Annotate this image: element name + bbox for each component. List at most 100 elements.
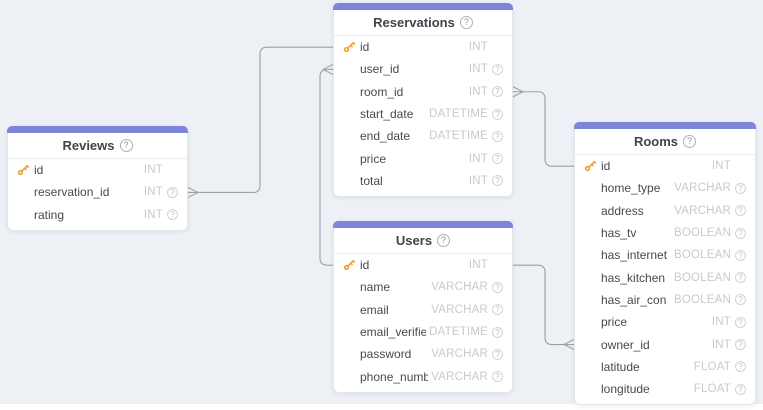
- field-hint-wrap: ?: [488, 326, 503, 338]
- field-name: password: [360, 347, 412, 362]
- field-hint-wrap: ?: [488, 281, 503, 293]
- table-title: Reviews: [62, 138, 115, 153]
- question-circle-icon: ?: [167, 209, 178, 221]
- field-name: id: [360, 258, 370, 273]
- question-circle-icon: ?: [735, 272, 746, 284]
- question-circle-icon: ?: [492, 304, 503, 316]
- table-help-icon: ?: [119, 139, 133, 152]
- field-type: INT: [711, 316, 731, 329]
- field-name: phone_number: [360, 369, 429, 384]
- field-row-id[interactable]: id INT: [334, 254, 512, 276]
- field-name: email_verified_at: [360, 325, 427, 340]
- field-name: latitude: [601, 359, 640, 374]
- table-header[interactable]: Reservations?: [334, 10, 512, 36]
- field-hint-wrap: ?: [731, 316, 746, 328]
- table-help-icon: ?: [683, 135, 697, 148]
- field-row-has_kitchen[interactable]: has_kitchen BOOLEAN?: [575, 266, 755, 288]
- field-name: room_id: [360, 84, 404, 99]
- field-name: address: [601, 203, 644, 218]
- field-hint-wrap: ?: [488, 108, 503, 120]
- table-accent-bar: [333, 3, 513, 10]
- field-type: FLOAT: [693, 360, 731, 373]
- table-header[interactable]: Rooms?: [575, 129, 755, 155]
- field-row-name[interactable]: name VARCHAR?: [334, 276, 512, 298]
- field-name: email: [360, 302, 389, 317]
- field-type: BOOLEAN: [673, 271, 731, 284]
- table-header[interactable]: Users?: [334, 228, 512, 254]
- field-row-phone_number[interactable]: phone_numberVARCHAR?: [334, 365, 512, 387]
- primary-key-icon: [343, 41, 360, 53]
- field-hint-wrap: ?: [731, 249, 746, 261]
- field-type: DATETIME: [429, 108, 488, 121]
- field-row-email_verified_at[interactable]: email_verified_atDATETIME?: [334, 321, 512, 343]
- field-name: home_type: [601, 181, 661, 196]
- field-hint-wrap: ?: [488, 348, 503, 360]
- field-hint-wrap: ?: [488, 86, 503, 98]
- field-type: INT: [711, 338, 731, 351]
- field-name: id: [34, 163, 44, 178]
- field-row-password[interactable]: password VARCHAR?: [334, 343, 512, 365]
- field-row-latitude[interactable]: latitude FLOAT?: [575, 356, 755, 378]
- field-type: FLOAT: [693, 383, 731, 396]
- field-type: VARCHAR: [431, 348, 488, 361]
- field-name: has_air_con: [601, 292, 667, 307]
- question-circle-icon: ?: [735, 205, 746, 217]
- question-circle-icon: ?: [492, 130, 503, 142]
- field-hint-wrap: ?: [163, 209, 178, 221]
- field-name: user_id: [360, 62, 400, 77]
- field-name: id: [360, 40, 370, 55]
- connector-users-reservations: [319, 63, 334, 266]
- primary-key-icon: [584, 160, 601, 172]
- field-type: BOOLEAN: [673, 227, 731, 240]
- table-header[interactable]: Reviews?: [8, 133, 187, 159]
- question-circle-icon: ?: [492, 371, 503, 383]
- field-row-address[interactable]: address VARCHAR?: [575, 200, 755, 222]
- field-type: INT: [468, 259, 488, 272]
- field-name: name: [360, 280, 391, 295]
- primary-key-icon: [343, 259, 360, 271]
- field-hint-wrap: ?: [731, 339, 746, 351]
- table-accent-bar: [7, 126, 188, 133]
- field-hint-wrap: ?: [731, 361, 746, 373]
- table-title: Reservations: [373, 15, 455, 30]
- page-margin: [0, 404, 763, 410]
- field-type: VARCHAR: [431, 281, 488, 294]
- question-circle-icon: ?: [492, 153, 503, 165]
- field-type: INT: [711, 160, 731, 173]
- table-accent-bar: [333, 221, 513, 228]
- field-type: VARCHAR: [674, 204, 731, 217]
- crows-foot-marker: [563, 339, 575, 351]
- connector-reservations-rooms: [512, 86, 574, 167]
- field-hint-wrap: ?: [731, 182, 746, 194]
- table-help-icon: ?: [437, 234, 451, 247]
- field-name: has_kitchen: [601, 270, 666, 285]
- field-type: BOOLEAN: [673, 293, 731, 306]
- question-circle-icon: ?: [492, 348, 503, 360]
- crows-foot-marker: [187, 186, 199, 198]
